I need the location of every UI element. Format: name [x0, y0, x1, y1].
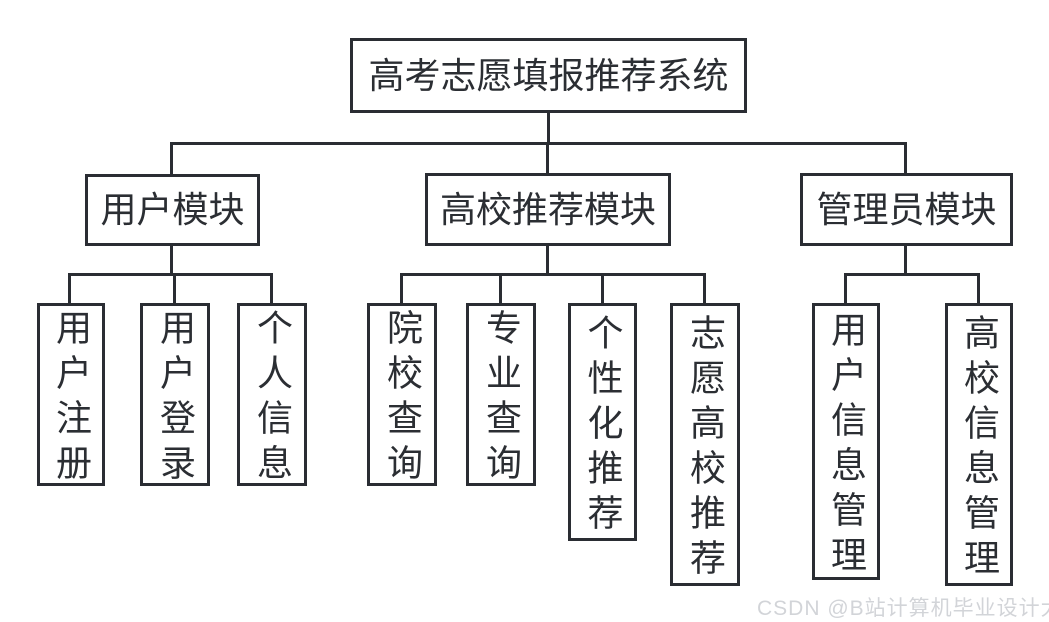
- connector-drop-user-register: [68, 273, 71, 303]
- connector-drop-module-user: [170, 142, 173, 174]
- leaf-node-college-query-label: 院校查询: [382, 309, 423, 489]
- leaf-node-user-login: 用户登录: [140, 303, 210, 489]
- leaf-node-personalized-recommend: 个性化推荐: [568, 303, 637, 541]
- module-node-admin: 管理员模块: [800, 173, 1013, 246]
- leaf-node-personal-info: 个人信息: [237, 303, 307, 489]
- connector-horizontal-recommendation-group: [400, 273, 706, 276]
- module-node-admin-label: 管理员模块: [816, 188, 997, 230]
- connector-drop-college-info-manage: [977, 273, 980, 303]
- connector-root-stem: [547, 113, 550, 143]
- connector-drop-personal-info: [270, 273, 273, 303]
- leaf-node-volunteer-college-recommend-label: 志愿高校推荐: [685, 314, 726, 584]
- connector-stem-admin-module: [904, 246, 907, 275]
- module-node-user: 用户模块: [85, 174, 260, 246]
- connector-stem-recommendation-module: [546, 246, 549, 275]
- leaf-node-college-info-manage-label: 高校信息管理: [959, 314, 1000, 584]
- leaf-node-college-query: 院校查询: [367, 303, 437, 489]
- root-node-title-box: 高考志愿填报推荐系统: [350, 38, 747, 113]
- leaf-node-user-register: 用户注册: [37, 303, 105, 489]
- connector-drop-module-admin: [904, 142, 907, 174]
- leaf-node-user-register-label: 用户注册: [51, 309, 92, 489]
- connector-drop-volunteer-college-recommend: [703, 273, 706, 303]
- root-node-label: 高考志愿填报推荐系统: [368, 54, 729, 96]
- leaf-node-user-info-manage: 用户信息管理: [812, 303, 880, 581]
- leaf-node-major-query: 专业查询: [466, 303, 536, 489]
- connector-horizontal-user-group: [68, 273, 273, 276]
- module-node-recommendation: 高校推荐模块: [425, 173, 671, 246]
- connector-drop-user-info-manage: [844, 273, 847, 303]
- connector-drop-user-login: [173, 273, 176, 303]
- connector-drop-personalized-recommend: [601, 273, 604, 303]
- connector-horizontal-admin-group: [844, 273, 980, 276]
- leaf-node-personalized-recommend-label: 个性化推荐: [582, 314, 624, 539]
- module-node-recommendation-label: 高校推荐模块: [439, 188, 656, 230]
- connector-drop-major-query: [499, 273, 502, 303]
- watermark-text: CSDN @B站计算机毕业设计大学: [757, 597, 1049, 620]
- connector-drop-college-query: [400, 273, 403, 303]
- leaf-node-personal-info-label: 个人信息: [252, 309, 293, 489]
- leaf-node-volunteer-college-recommend: 志愿高校推荐: [670, 303, 740, 586]
- leaf-node-user-login-label: 用户登录: [155, 309, 196, 489]
- module-node-user-label: 用户模块: [100, 189, 245, 230]
- connector-stem-user-module: [170, 246, 173, 275]
- connector-level1-horizontal: [170, 142, 907, 145]
- leaf-node-college-info-manage: 高校信息管理: [945, 303, 1013, 586]
- leaf-node-user-info-manage-label: 用户信息管理: [826, 311, 867, 581]
- connector-drop-module-recommendation: [546, 142, 549, 174]
- leaf-node-major-query-label: 专业查询: [481, 309, 522, 489]
